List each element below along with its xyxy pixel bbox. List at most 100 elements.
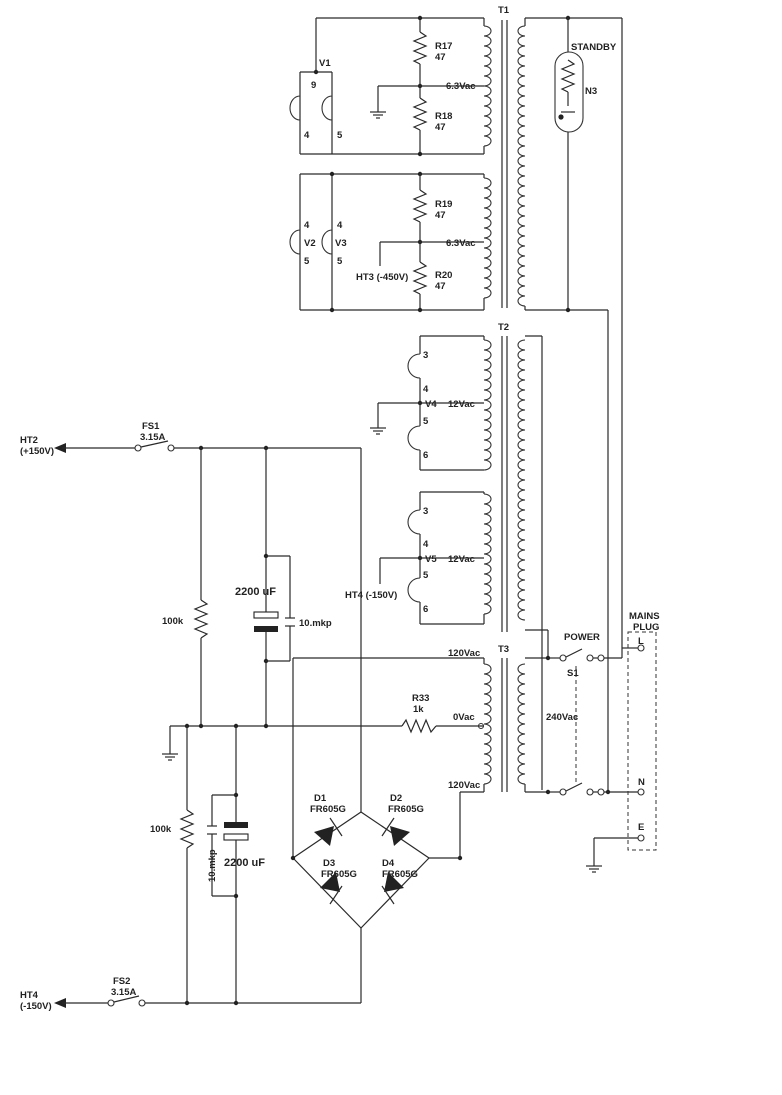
r33-resistor	[401, 718, 437, 734]
mains-switch-circuit: MAINS PLUG L N E POWER S1	[545, 611, 660, 873]
v4-pin5: 5	[423, 416, 429, 427]
t1-secondary-coil	[483, 25, 492, 147]
d1-part: FR605G	[310, 804, 346, 815]
v1-pin9: 9	[311, 80, 316, 91]
mains-title-2: PLUG	[633, 622, 659, 633]
v5-pin6: 6	[423, 604, 428, 615]
cap-top-film: 10.mkp	[299, 618, 332, 629]
v2-pin4: 4	[304, 220, 310, 231]
fs1-rating: 3.15A	[140, 432, 165, 443]
cap-top-electrolytic: 2200 uF	[235, 586, 276, 598]
t3-primary-voltage: 240Vac	[546, 712, 578, 723]
d1-ref: D1	[314, 793, 327, 804]
diode-d2	[390, 826, 410, 846]
v5-label: V5	[425, 554, 437, 565]
t2-secondary-coil-a	[483, 339, 492, 471]
v2-label: V2	[304, 238, 316, 249]
t3-bottom-tap: 120Vac	[448, 780, 480, 791]
bleeder-top-value: 100k	[162, 616, 184, 627]
v4-pin6: 6	[423, 450, 428, 461]
zero-volt-bus: R33 1k	[162, 693, 485, 761]
v1-heater-circuit: V1 9 4 5 R17 47 R18 47 6.3Vac	[289, 15, 485, 157]
v5-pin5: 5	[423, 570, 429, 581]
d2-part: FR605G	[388, 804, 424, 815]
r20-value: 47	[435, 281, 446, 292]
neon-lamp-n3	[554, 51, 584, 133]
transformer-t2: T2	[483, 322, 549, 790]
v3-pin4: 4	[337, 220, 343, 231]
r19-value: 47	[435, 210, 446, 221]
r18-value: 47	[435, 122, 446, 133]
bleeder-bottom-value: 100k	[150, 824, 172, 835]
t2-winding-b-voltage: 12Vac	[448, 554, 475, 565]
r18-resistor	[412, 97, 428, 131]
r20-resistor	[412, 261, 428, 295]
bridge-rectifier: D1 FR605G D2 FR605G D3 FR605G D4 FR605G	[290, 793, 463, 1003]
d3-ref: D3	[323, 858, 335, 869]
power-label: POWER	[564, 632, 600, 643]
mains-plug-outline	[627, 631, 657, 851]
r33-value: 1k	[413, 704, 424, 715]
mains-title-1: MAINS	[629, 611, 660, 622]
t3-primary-coil	[517, 663, 526, 785]
v2-v3-heater-circuit: 4 V2 5 4 V3 5 R19 47 R20 47 6.3Vac HT3 (…	[289, 171, 485, 313]
v5-pin3: 3	[423, 506, 428, 517]
transformer-t1: T1	[483, 5, 526, 308]
ht3-rail-label: HT3 (-450V)	[356, 272, 408, 283]
transformer-t3: T3 120Vac 0Vac 120Vac 240Vac	[292, 644, 578, 858]
t3-top-tap: 120Vac	[448, 648, 480, 659]
ht4-mid-rail-label: HT4 (-150V)	[345, 590, 397, 601]
t1-label: T1	[498, 5, 510, 16]
r19-ref: R19	[435, 199, 452, 210]
r20-ref: R20	[435, 270, 452, 281]
ht4-rail: HT4 (-150V) FS2 3.15A	[20, 976, 361, 1012]
d2-ref: D2	[390, 793, 402, 804]
v5-pin4: 4	[423, 539, 429, 550]
diode-d3	[320, 872, 340, 892]
bleeder-resistor-top	[193, 599, 209, 639]
v4-pin3: 3	[423, 350, 428, 361]
fs2-ref: FS2	[113, 976, 130, 987]
standby-label: STANDBY	[571, 42, 617, 53]
r17-value: 47	[435, 52, 446, 63]
t2-secondary-coil-b	[483, 493, 492, 615]
switch-ref: S1	[567, 668, 579, 679]
d4-part: FR605G	[382, 869, 418, 880]
cap-bottom-film: 10.mkp	[207, 849, 218, 882]
mains-l: L	[638, 636, 644, 647]
v1-pin5: 5	[337, 130, 343, 141]
t3-label: T3	[498, 644, 509, 655]
ht2-filter: 100k 2200 uF 10.mkp	[162, 448, 332, 726]
ht2-arrow-icon	[54, 443, 66, 453]
ht4-arrow-icon	[54, 998, 66, 1008]
t2-winding-a-voltage: 12Vac	[448, 399, 475, 410]
v4-pin4: 4	[423, 384, 429, 395]
t3-centre-tap: 0Vac	[453, 712, 475, 723]
r33-ref: R33	[412, 693, 429, 704]
ht2-voltage: (+150V)	[20, 446, 54, 457]
mains-n: N	[638, 777, 645, 788]
standby-neon-circuit: STANDBY N3	[524, 15, 623, 790]
neon-ref: N3	[585, 86, 597, 97]
v3-label: V3	[335, 238, 347, 249]
d4-ref: D4	[382, 858, 395, 869]
fs1-ref: FS1	[142, 421, 160, 432]
r19-resistor	[412, 189, 428, 223]
ht4-filter: 100k 2200 uF 10.mkp	[150, 726, 265, 1003]
ht2-rail: HT2 (+150V) FS1 3.15A	[20, 421, 362, 812]
v4-label: V4	[425, 399, 437, 410]
t1-winding-a-voltage: 6.3Vac	[446, 81, 476, 92]
diode-d1	[314, 826, 334, 846]
r18-ref: R18	[435, 111, 452, 122]
t1-primary-coil	[517, 25, 526, 307]
r17-ref: R17	[435, 41, 452, 52]
bleeder-resistor-bottom	[179, 809, 195, 849]
t1-secondary-coil-b	[483, 177, 492, 299]
v3-pin5: 5	[337, 256, 343, 267]
t2-label: T2	[498, 322, 509, 333]
t3-secondary-coil	[483, 663, 492, 785]
ht4-name: HT4	[20, 990, 39, 1001]
cap-bottom-electrolytic: 2200 uF	[224, 857, 265, 869]
v1-label: V1	[319, 58, 331, 69]
